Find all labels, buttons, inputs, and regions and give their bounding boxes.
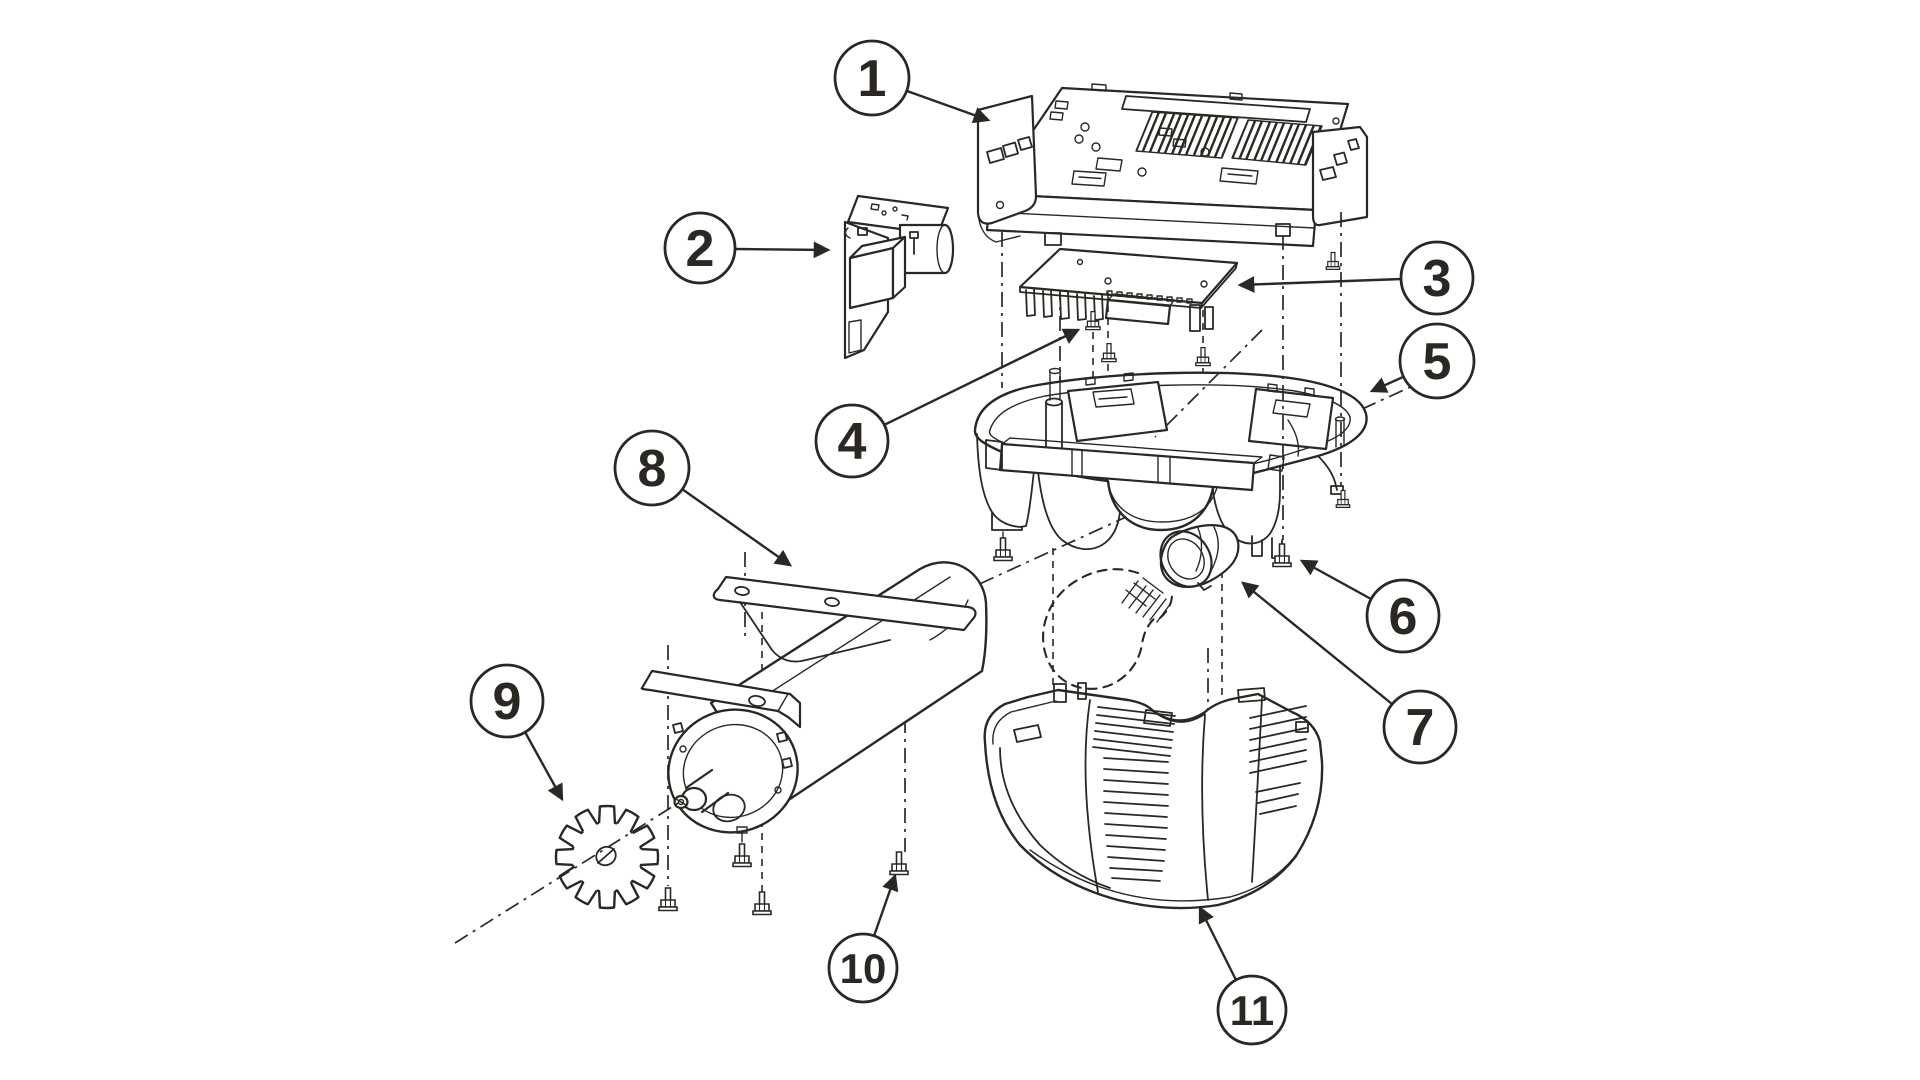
callout-number: 1 xyxy=(858,50,887,108)
callout-leader-line xyxy=(872,873,899,937)
callout-circle xyxy=(1365,578,1441,654)
callout-leader-line xyxy=(523,731,564,802)
callout-5: 5 xyxy=(1369,322,1476,400)
callout-number: 3 xyxy=(1423,250,1452,308)
callout-number: 11 xyxy=(1230,987,1274,1034)
wheel-axis-line xyxy=(454,799,684,944)
callout-1: 1 xyxy=(833,39,991,124)
callout-leader-line xyxy=(734,241,831,259)
light-bulb-dashed xyxy=(1042,568,1174,690)
bulb-thread-hatch xyxy=(1121,577,1172,623)
callout-7: 7 xyxy=(1241,581,1458,765)
callout-leader-line xyxy=(1198,905,1238,981)
callout-leader-line xyxy=(681,488,793,567)
vent-hatch-right xyxy=(1232,120,1322,165)
top-cover-panel xyxy=(976,83,1369,248)
callout-circle xyxy=(663,211,737,285)
circuit-board xyxy=(1018,247,1239,332)
callout-10: 10 xyxy=(827,873,899,1004)
terminal-bracket-assembly xyxy=(843,194,955,360)
callout-circle xyxy=(827,932,899,1004)
vent-hatch-left xyxy=(1136,112,1238,158)
bottom-cover xyxy=(983,682,1324,910)
chassis-screws xyxy=(993,489,1351,568)
callout-number: 2 xyxy=(686,220,715,278)
callout-leader-line xyxy=(883,328,1081,427)
callout-6: 6 xyxy=(1299,559,1441,654)
chassis-frame xyxy=(973,367,1368,559)
callout-9: 9 xyxy=(469,663,564,802)
callout-4: 4 xyxy=(814,328,1081,479)
mounting-screw xyxy=(889,851,909,876)
callouts: 1 2 3 4 5 6 7 xyxy=(469,39,1476,1046)
motor-assembly xyxy=(640,561,988,843)
callout-number: 10 xyxy=(840,945,887,992)
interrupter-wheel xyxy=(554,804,660,910)
motor-mounting-screws xyxy=(658,843,772,916)
callout-circle xyxy=(1382,689,1458,765)
callout-circle xyxy=(469,663,545,739)
callout-circle xyxy=(613,429,691,507)
lamp-socket xyxy=(1159,524,1240,591)
callout-leader-line xyxy=(1299,559,1372,601)
callout-number: 4 xyxy=(838,413,867,471)
callout-number: 9 xyxy=(493,673,522,731)
right-mounting-bracket xyxy=(1311,125,1369,227)
callout-number: 6 xyxy=(1389,588,1418,646)
callout-2: 2 xyxy=(663,211,831,285)
end-mounting-bracket xyxy=(976,94,1038,243)
callout-circle xyxy=(1398,322,1476,400)
callout-leader-line xyxy=(906,89,991,124)
callout-circle xyxy=(833,39,911,117)
callout-number: 7 xyxy=(1406,699,1435,757)
callout-circle xyxy=(1399,240,1475,316)
callout-3: 3 xyxy=(1237,240,1475,316)
callout-number: 5 xyxy=(1423,333,1452,391)
callout-circle xyxy=(1216,974,1288,1046)
callout-8: 8 xyxy=(613,429,793,567)
callout-number: 8 xyxy=(638,440,667,498)
callout-leader-line xyxy=(1369,375,1404,393)
callout-11: 11 xyxy=(1198,905,1288,1046)
callout-circle xyxy=(814,403,890,479)
alignment-lines-over xyxy=(1154,212,1342,540)
callout-leader-line xyxy=(1241,581,1393,705)
callout-leader-line xyxy=(1237,276,1402,293)
